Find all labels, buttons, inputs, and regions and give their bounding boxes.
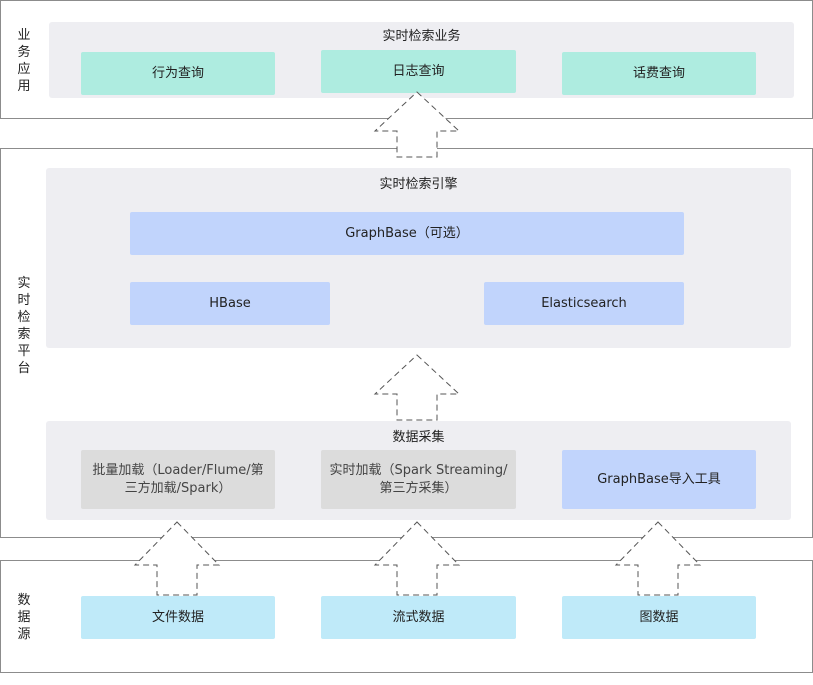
realtime-search-business-title: 实时检索业务 [382, 29, 461, 44]
batch-loading-box: 批量加载（Loader/Flume/第三方加载/Spark） [81, 450, 275, 509]
platform-layer: 实 时 检 索 平 台 实时检索引擎 GraphBase（可选） HBase E… [0, 148, 813, 538]
arrow-file-data-to-batch [133, 521, 221, 596]
streaming-data-box: 流式数据 [321, 596, 516, 639]
file-data-box: 文件数据 [81, 596, 275, 639]
arrow-collection-to-business [373, 91, 461, 158]
graphbase-import-tool-box: GraphBase导入工具 [562, 450, 756, 509]
billing-query-box: 话费查询 [562, 52, 756, 95]
business-layer-label: 业 务 应 用 [17, 28, 31, 94]
data-collection-title: 数据采集 [392, 430, 445, 445]
search-engine-title: 实时检索引擎 [379, 177, 458, 192]
elasticsearch-box: Elasticsearch [484, 282, 684, 325]
business-layer: 业 务 应 用 实时检索业务 行为查询 日志查询 话费查询 [0, 0, 813, 119]
graph-data-box: 图数据 [562, 596, 756, 639]
hbase-box: HBase [130, 282, 330, 325]
data-source-layer-label: 数 据 源 [17, 593, 31, 642]
arrow-graph-data-to-import-tool [614, 521, 702, 596]
search-engine-panel: 实时检索引擎 GraphBase（可选） HBase Elasticsearch [46, 168, 791, 348]
log-query-box: 日志查询 [321, 50, 516, 93]
behavior-query-box: 行为查询 [81, 52, 275, 95]
arrow-streaming-data-to-realtime [373, 521, 461, 596]
graphbase-box: GraphBase（可选） [130, 212, 684, 255]
arrow-collection-to-engine [373, 354, 461, 421]
realtime-loading-box: 实时加载（Spark Streaming/第三方采集） [321, 450, 516, 509]
data-collection-panel: 数据采集 批量加载（Loader/Flume/第三方加载/Spark） 实时加载… [46, 421, 791, 520]
realtime-search-business-panel: 实时检索业务 行为查询 日志查询 话费查询 [49, 22, 794, 98]
platform-layer-label: 实 时 检 索 平 台 [17, 276, 31, 376]
